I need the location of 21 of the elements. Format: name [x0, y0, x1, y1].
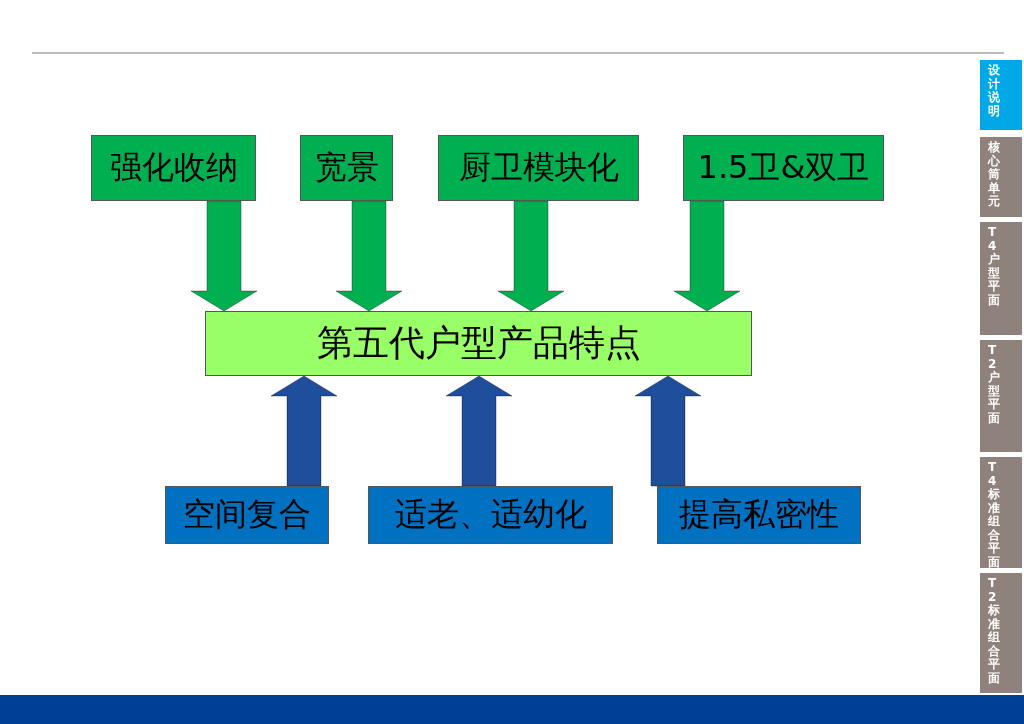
side-tab: 设计说明 [980, 60, 1022, 130]
feature-box: 强化收纳 [91, 135, 256, 201]
feature-box: 宽景 [300, 135, 393, 201]
feature-box: 空间复合 [165, 486, 329, 544]
block-arrow [270, 375, 338, 487]
feature-box: 适老、适幼化 [368, 486, 613, 544]
side-tab: T4标准组合平面 [980, 457, 1022, 568]
side-tab: T2标准组合平面 [980, 573, 1022, 693]
summary-box: 第五代户型产品特点 [205, 311, 752, 376]
side-tab: 核心筒单元 [980, 137, 1022, 217]
block-arrow [634, 375, 702, 487]
feature-box: 1.5卫&双卫 [683, 135, 884, 201]
feature-box: 厨卫模块化 [438, 135, 639, 201]
block-arrow [497, 200, 565, 312]
block-arrow [190, 200, 258, 312]
feature-box: 提高私密性 [657, 486, 861, 544]
block-arrow [445, 375, 513, 487]
block-arrow [673, 200, 741, 312]
side-tab: T4户型平面 [980, 222, 1022, 335]
block-arrow [335, 200, 403, 312]
side-tab: T2户型平面 [980, 340, 1022, 452]
